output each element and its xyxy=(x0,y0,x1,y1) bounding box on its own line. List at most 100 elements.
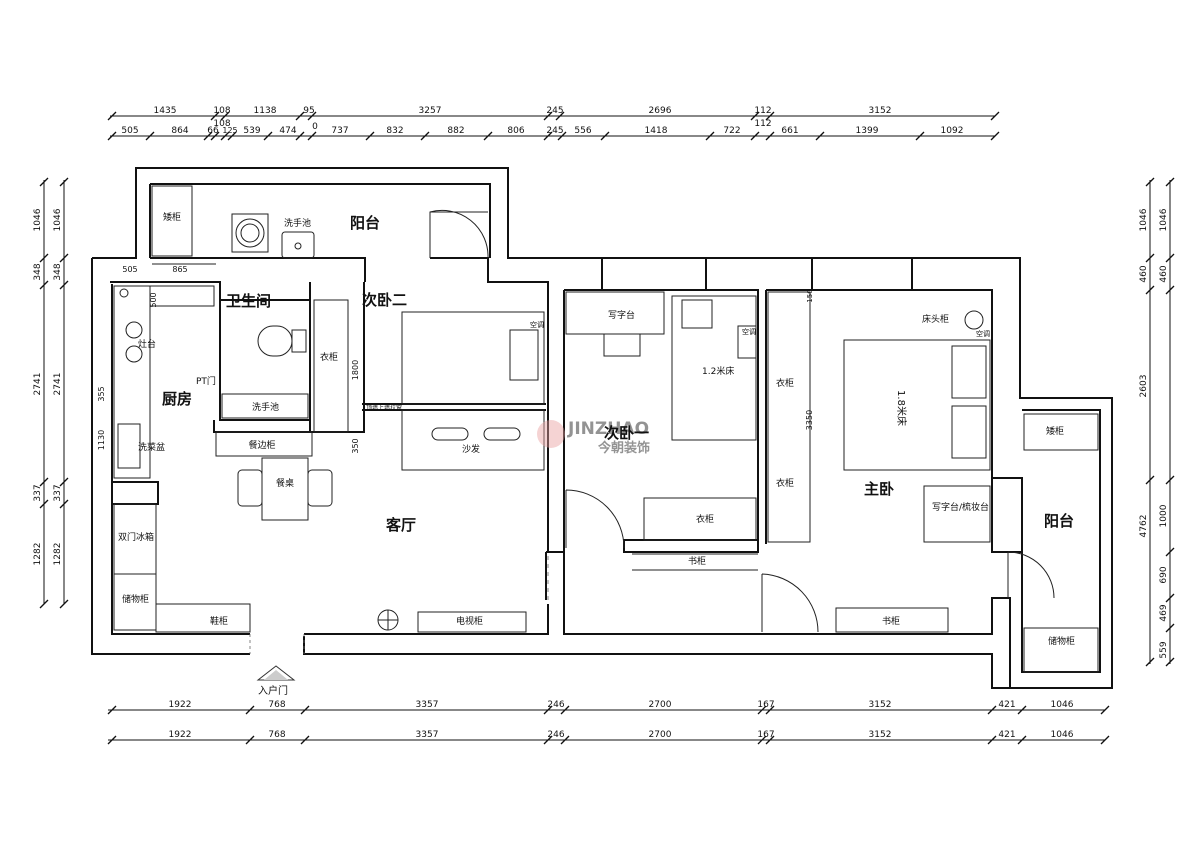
bedroom-two: 次卧二 衣柜 空调 1800 350 顶墙上墙拉窗 xyxy=(313,291,545,454)
dimension-tick xyxy=(145,131,155,141)
dim-label: 2603 xyxy=(1139,375,1149,398)
logo-latin: JINZHAO xyxy=(567,419,649,439)
dim-label: 337 xyxy=(33,484,43,501)
dim-label: 1399 xyxy=(856,126,879,136)
sideboard-label: 餐边柜 xyxy=(248,439,275,451)
dim-label: 246 xyxy=(547,700,564,710)
pt-door-label: PT门 xyxy=(196,375,216,387)
sink-icon xyxy=(281,231,315,259)
dim-label: 460 xyxy=(1139,265,1149,282)
dimension-tick xyxy=(107,111,117,121)
dim-label: 108 xyxy=(213,106,230,116)
dimension-tick xyxy=(210,111,220,121)
dimension-tick xyxy=(765,131,775,141)
dim-label: 1046 xyxy=(1051,730,1074,740)
entrance[interactable]: 入户门 xyxy=(256,665,296,697)
dimension-tick xyxy=(365,131,375,141)
dim-label: 3357 xyxy=(416,730,439,740)
washing-machine-icon xyxy=(235,218,265,248)
room-label-bedroom-two: 次卧二 xyxy=(362,291,407,309)
dim-label: 2700 xyxy=(649,700,672,710)
dim-label: 469 xyxy=(1159,604,1169,621)
room-label-north-balcony: 阳台 xyxy=(350,214,380,232)
shoe-cabinet-label: 鞋柜 xyxy=(210,615,228,627)
dim-label: 2741 xyxy=(53,373,63,396)
dim-label: 1282 xyxy=(33,543,43,566)
bathroom: 卫生间 洗手池 xyxy=(221,292,309,419)
dim-label: 3152 xyxy=(869,106,892,116)
dimension-tick xyxy=(1165,657,1175,667)
wash-basin-label: 洗手池 xyxy=(284,217,311,229)
room-label-kitchen: 厨房 xyxy=(162,390,192,408)
dimension-tick xyxy=(543,131,553,141)
dim-label: 1138 xyxy=(254,106,277,116)
dimension-tick xyxy=(1145,475,1155,485)
fridge-label: 双门冰箱 xyxy=(118,531,154,543)
storage-cabinet-label: 储物柜 xyxy=(122,593,149,605)
dim-label: 1800 xyxy=(351,360,360,380)
dimension-tick xyxy=(1165,285,1175,295)
kitchen: 灶台 厨房 PT门 洗菜盆 500 355 1130 双门冰箱 储物柜 鞋柜 xyxy=(97,285,251,633)
wardrobe-label: 衣柜 xyxy=(776,377,794,389)
dimension-tick xyxy=(987,705,997,715)
dimension-tick xyxy=(990,111,1000,121)
dim-label: 348 xyxy=(53,263,63,280)
bed-18-label: 1.8米床 xyxy=(895,390,908,426)
dimension-tick xyxy=(210,131,220,141)
dining: 餐边柜 餐桌 xyxy=(215,431,333,521)
dim-label: 3152 xyxy=(869,730,892,740)
room-label-bedroom-one: 次卧一 xyxy=(604,424,649,442)
dim-label: 66 xyxy=(207,126,219,136)
tv-cabinet-label: 电视柜 xyxy=(456,615,483,627)
dimension-tick xyxy=(1165,475,1175,485)
stove-label: 灶台 xyxy=(138,338,156,350)
dimension-tick xyxy=(765,111,775,121)
wardrobe-label: 衣柜 xyxy=(696,513,714,525)
dim-label: 2741 xyxy=(33,373,43,396)
dimension-tick xyxy=(1165,253,1175,263)
dimension-tick xyxy=(555,111,565,121)
dim-label: 112 xyxy=(754,106,771,116)
wardrobe-label: 衣柜 xyxy=(776,477,794,489)
dim-label: 1046 xyxy=(1159,208,1169,231)
wardrobe-label: 衣柜 xyxy=(320,351,338,363)
entrance-label: 入户门 xyxy=(258,684,288,697)
dim-label: 1046 xyxy=(33,208,43,231)
dimension-tick xyxy=(307,131,317,141)
logo-emblem-icon xyxy=(537,420,565,448)
doors xyxy=(249,209,1055,654)
dim-label: 0 xyxy=(312,122,318,132)
dimension-tick xyxy=(300,735,310,745)
dimension-tick xyxy=(543,705,553,715)
dim-label: 768 xyxy=(268,700,285,710)
sofa-label: 沙发 xyxy=(462,443,480,455)
plant-icon xyxy=(377,609,399,631)
window-note-label: 顶墙上墙拉窗 xyxy=(366,404,402,412)
dim-label: 1130 xyxy=(97,430,106,450)
dimension-tick xyxy=(295,111,305,121)
room-label-master: 主卧 xyxy=(864,480,894,498)
dim-label: 2696 xyxy=(649,106,672,116)
room-label-east-balcony: 阳台 xyxy=(1044,512,1074,530)
dim-label: 690 xyxy=(1159,566,1169,583)
dimension-tick xyxy=(543,111,553,121)
top-dimension-row-1: 1435 108 1138 95 3257 245 2696 112 3152 xyxy=(107,106,1000,121)
dim-label: 112 xyxy=(754,119,771,129)
dimension-tick xyxy=(245,735,255,745)
dimension-tick xyxy=(757,705,767,715)
dimension-tick xyxy=(1145,657,1155,667)
dimension-tick xyxy=(560,705,570,715)
dimension-tick xyxy=(420,131,430,141)
dimension-tick xyxy=(543,735,553,745)
dimension-tick xyxy=(815,131,825,141)
dim-label: 806 xyxy=(507,126,524,136)
dimension-tick xyxy=(59,253,69,263)
dining-table xyxy=(261,457,309,521)
dimension-tick xyxy=(295,131,305,141)
dimension-tick xyxy=(39,280,49,290)
dimension-tick xyxy=(107,705,117,715)
ac-label: 空调 xyxy=(530,320,544,329)
dimension-tick xyxy=(483,131,493,141)
dim-label: 1418 xyxy=(645,126,668,136)
